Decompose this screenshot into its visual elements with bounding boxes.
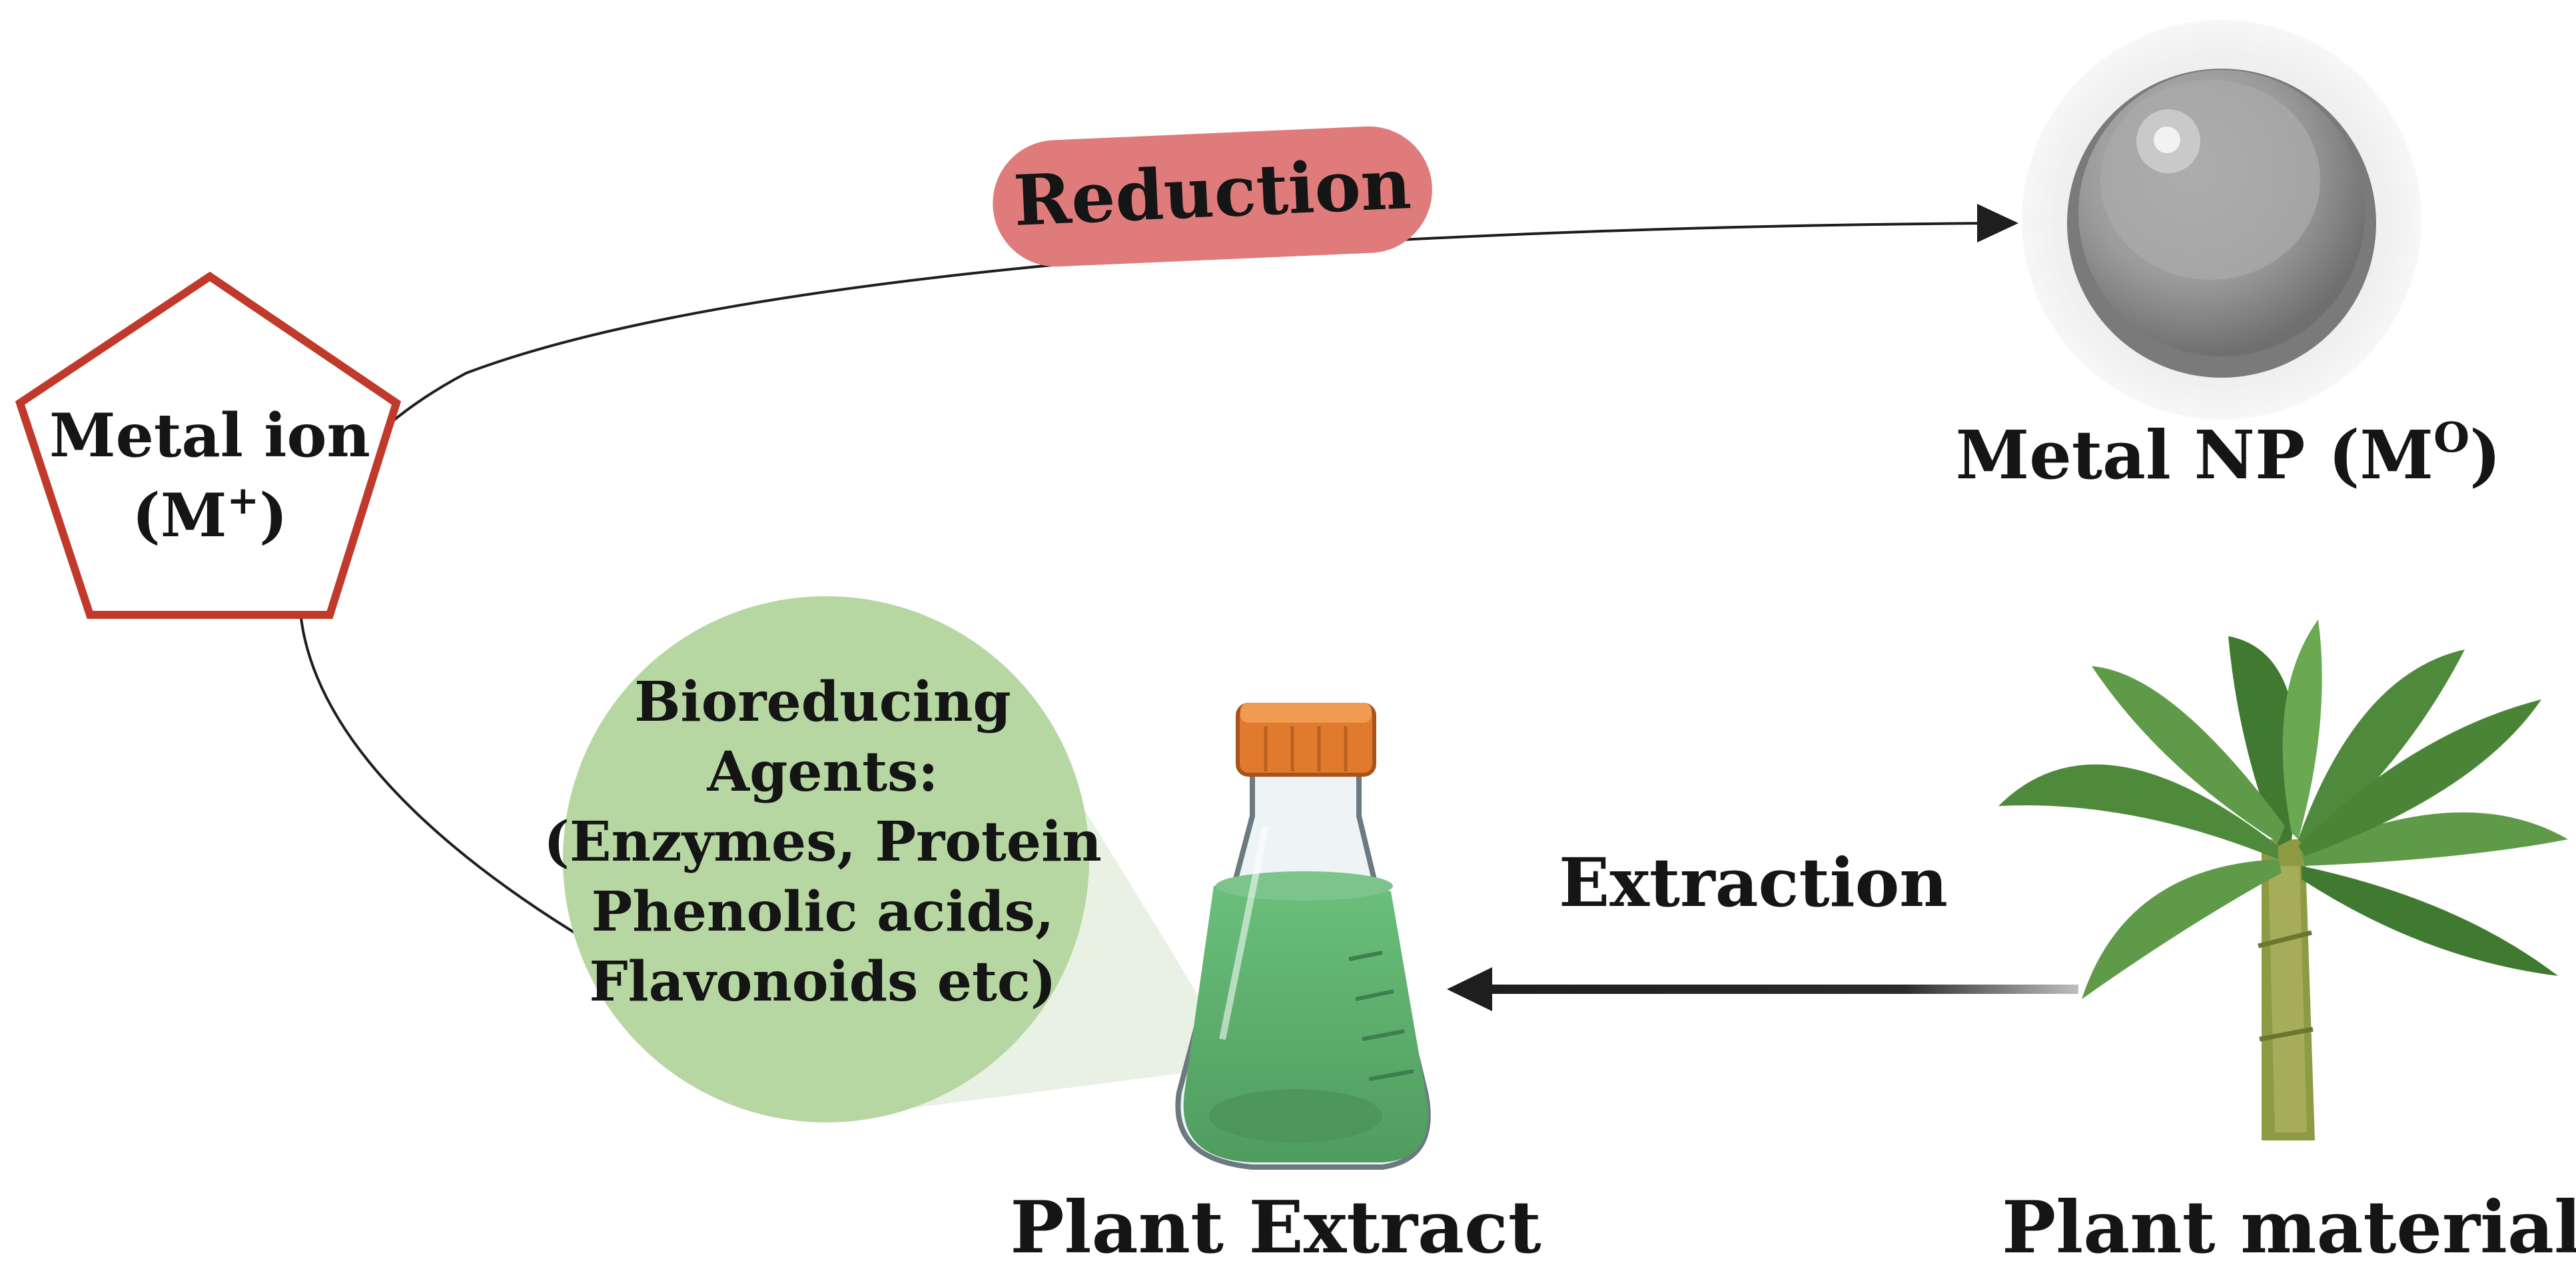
plant-material-label: Plant material: [2002, 1186, 2576, 1270]
bioreducing-bubble: [563, 596, 1089, 1122]
plant-extract-label: Plant Extract: [1010, 1186, 1541, 1270]
bioreducing-line-5: Flavonoids etc): [589, 950, 1056, 1014]
metal-ion-label: Metal ion: [49, 400, 370, 471]
reduction-label: Reduction: [1012, 143, 1413, 242]
metal-ion-formula: (M+): [132, 478, 287, 551]
extraction-label: Extraction: [1559, 843, 1948, 922]
reduction-curve: [298, 222, 1999, 1001]
bioreducing-line-4: Phenolic acids,: [592, 880, 1055, 944]
extraction-arrowhead: [1447, 967, 1492, 1011]
bioreducing-line-1: Bioreducing: [634, 670, 1011, 734]
metal-ion-pentagon: [15, 271, 402, 619]
flask-icon: [1175, 703, 1431, 1170]
reduction-arrowhead: [1977, 204, 2018, 242]
metal-np-sphere: [2022, 20, 2421, 420]
metal-np-label: Metal NP (MO): [1956, 413, 2501, 494]
bioreducing-text: Bioreducing Agents: (Enzymes, Protein Ph…: [544, 670, 1102, 1014]
bioreducing-line-3: (Enzymes, Protein: [544, 810, 1102, 874]
reduction-label-pill: Reduction: [993, 126, 1432, 267]
bioreducing-line-2: Agents:: [706, 740, 938, 804]
banana-plant-icon: [1998, 620, 2568, 1140]
extraction-arrow-shaft: [1492, 985, 2078, 994]
